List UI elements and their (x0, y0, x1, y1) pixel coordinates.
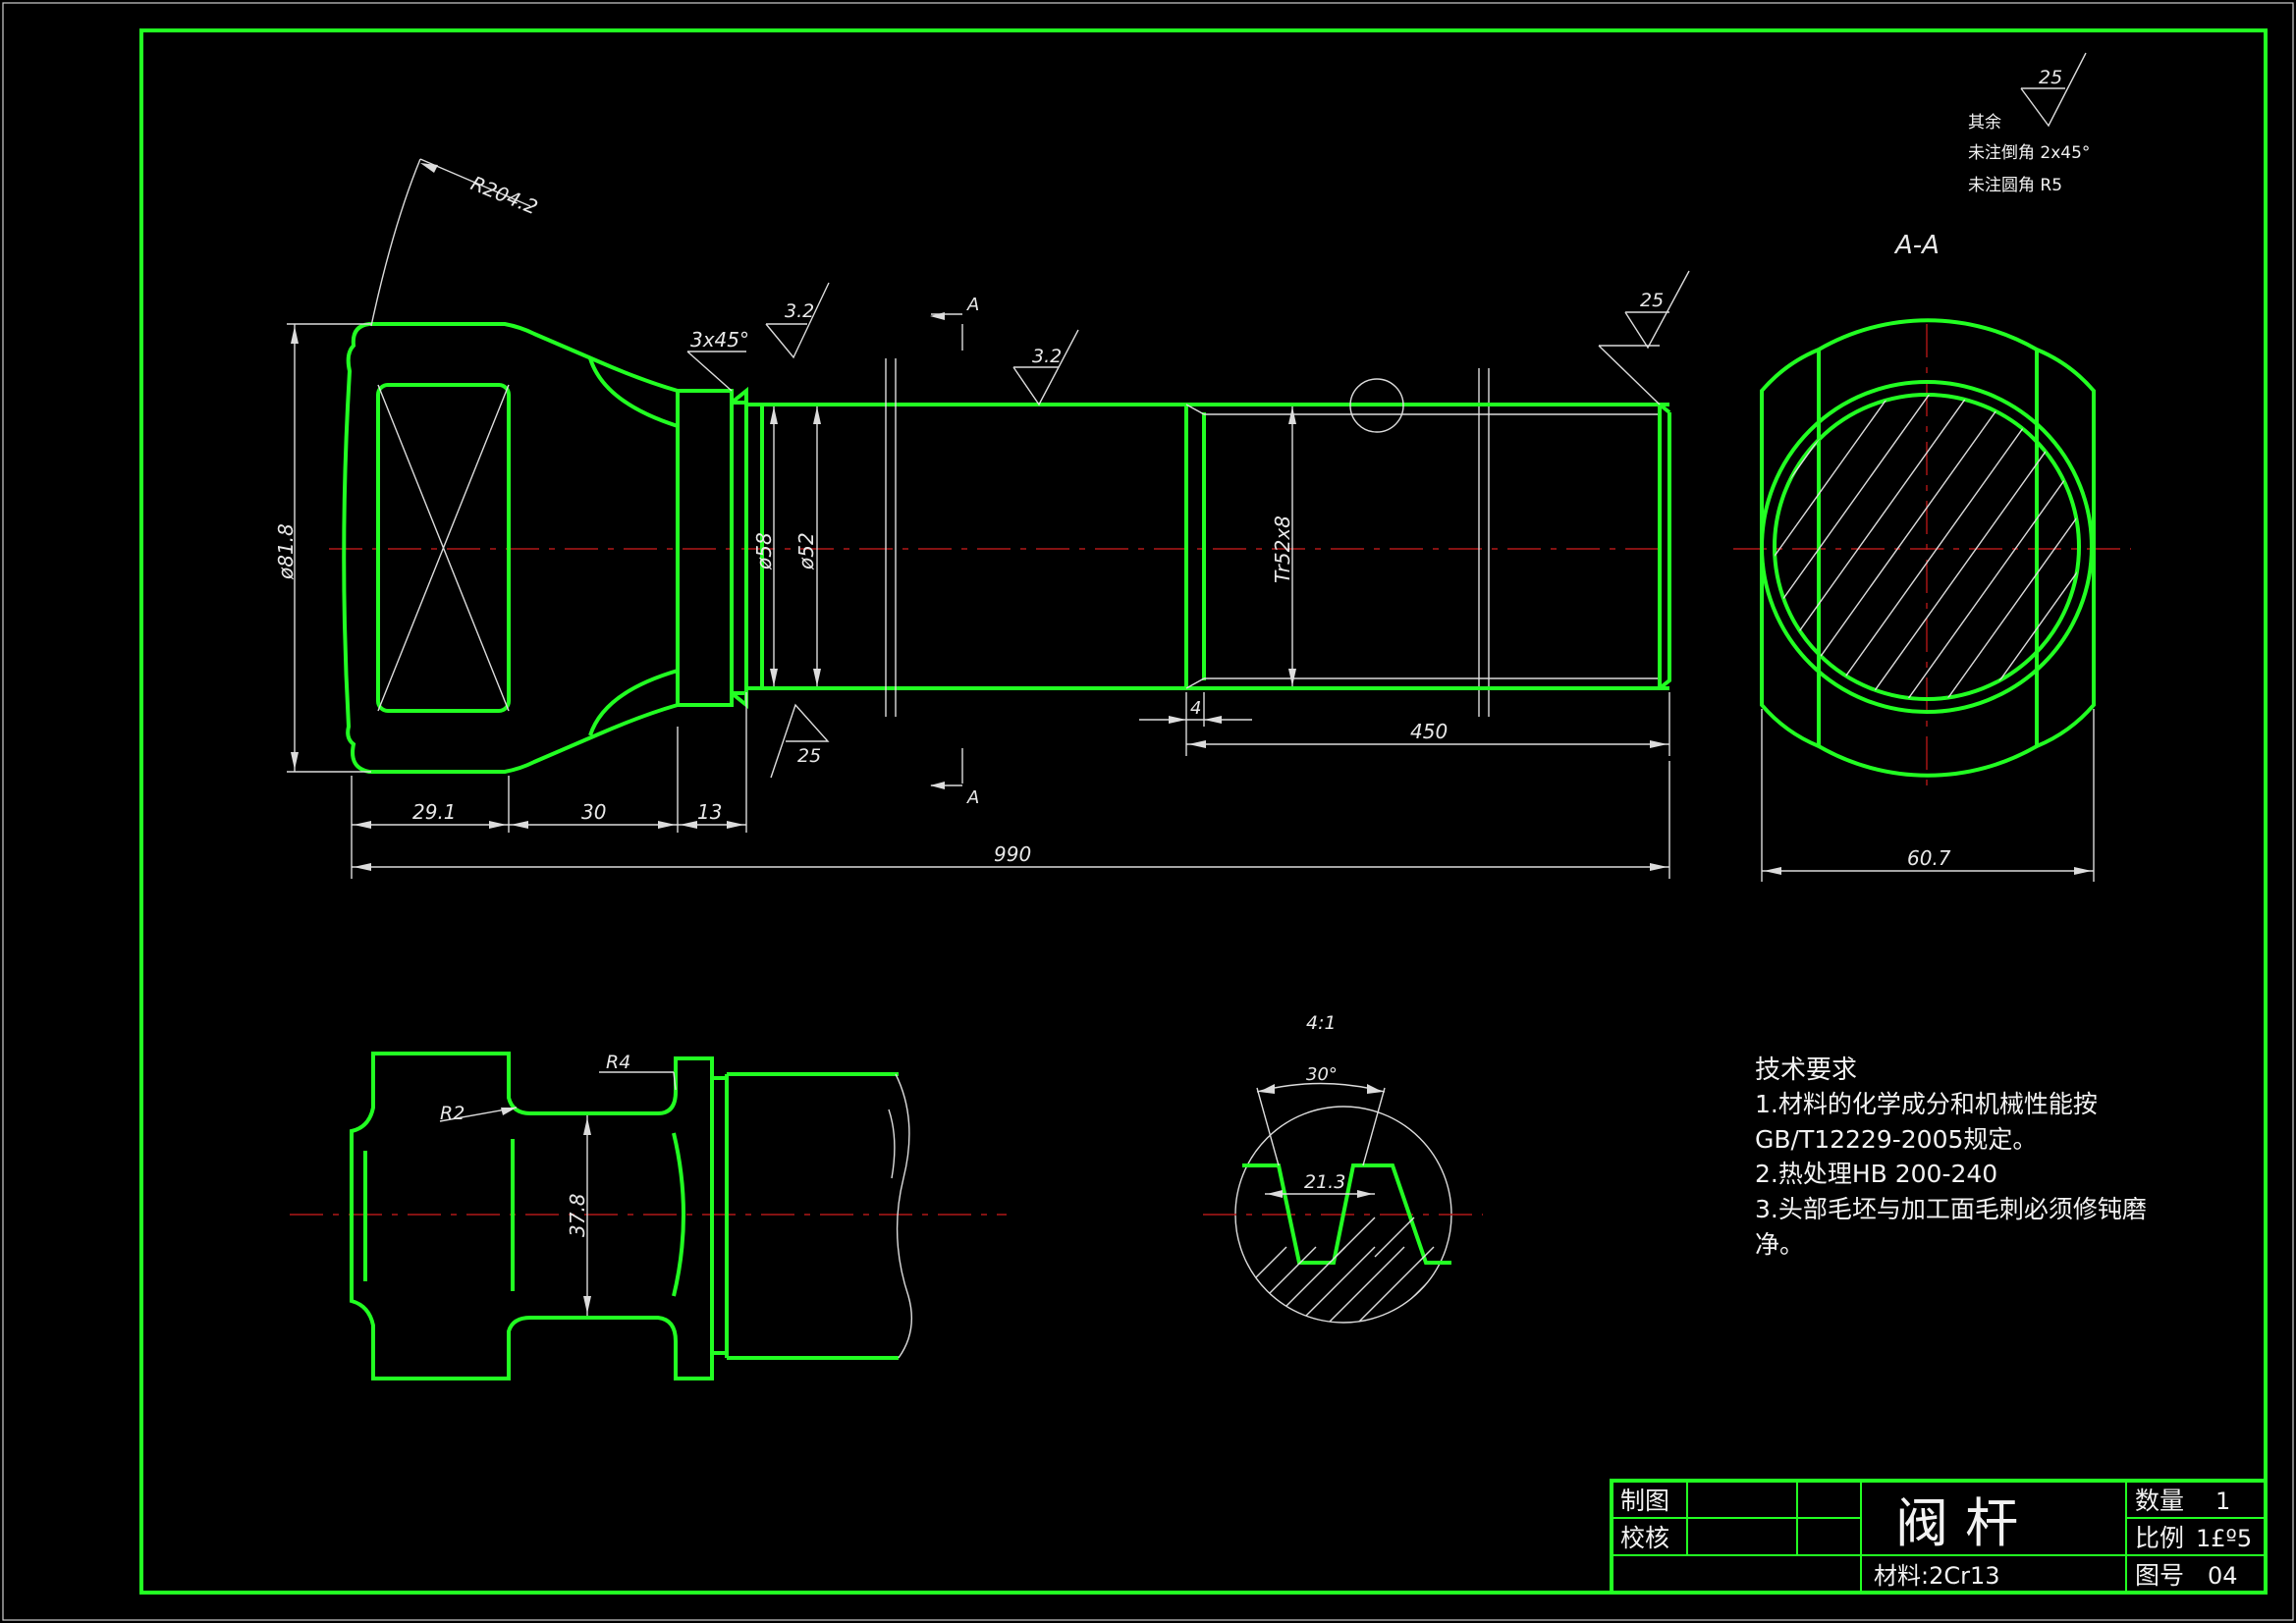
roughness-value-1: 3.2 (785, 300, 814, 322)
surface-note: 25 其余 未注倒角 2x45° 未注圆角 R5 (1968, 52, 2090, 195)
title-block: 制图 校核 阀 杆 材料:2Cr13 数量 1 比例 1£º5 图号 04 (1610, 1479, 2268, 1595)
neck-fillet-bottom (588, 668, 680, 736)
detail-scale: 4:1 (1306, 1012, 1337, 1034)
note-fillet: 未注圆角 R5 (1968, 176, 2062, 195)
roughness-value-3: 25 (1640, 290, 1664, 311)
section-title: A-A (1893, 231, 1940, 260)
section-outer-circle (1760, 380, 2094, 714)
r204-leader (370, 158, 421, 327)
square-recess (376, 383, 511, 713)
roughness-symbol-2 (1012, 329, 1079, 406)
collar-chamfer (730, 386, 748, 710)
dim-4: 4 (1190, 698, 1201, 719)
roughness-value-2: 3.2 (1032, 346, 1062, 367)
value-drawing-no: 04 (2208, 1562, 2238, 1590)
neck-fillet-top (588, 357, 680, 429)
cut-mark-bottom (931, 748, 963, 786)
dim-chamfer: 3x45° (690, 328, 749, 352)
main-view: A A R204.2 3x45° 3.2 3.2 25 25 ø81.8 (274, 158, 1690, 879)
thread-end-chamfer (1658, 403, 1671, 690)
title-block-frame (1610, 1479, 2268, 1595)
dim-d52: ø52 (794, 532, 818, 570)
dim-tr52: Tr52x8 (1271, 515, 1294, 583)
tech-line-1: 1.材料的化学成分和机械性能按 (1755, 1090, 2098, 1118)
section-inner-circle (1773, 393, 2081, 701)
label-scale: 比例 (2135, 1524, 2184, 1552)
tech-line-2: GB/T12229-2005规定。 (1755, 1125, 2037, 1154)
note-rest: 其余 (1968, 113, 2001, 133)
dim-30-deg: 30° (1306, 1064, 1338, 1085)
chamfer-leader (686, 351, 733, 392)
thread-chamfer-2 (1185, 677, 1205, 689)
tech-requirements: 技术要求 1.材料的化学成分和机械性能按 GB/T12229-2005规定。 2… (1755, 1055, 2147, 1259)
tech-line-5: 净。 (1755, 1230, 1804, 1259)
head-detail-view: 37.8 R4 R2 (290, 1052, 1007, 1380)
dim-60-7: 60.7 (1907, 846, 1951, 870)
label-drawing-no: 图号 (2135, 1561, 2184, 1590)
part-name: 阀 杆 (1895, 1492, 2018, 1554)
tech-line-3: 2.热处理HB 200-240 (1755, 1160, 1997, 1188)
value-scale: 1£º5 (2196, 1525, 2252, 1552)
value-quantity: 1 (2215, 1488, 2230, 1515)
dim-r204: R204.2 (467, 171, 541, 219)
section-view: A-A 60.7 (1733, 231, 2131, 882)
label-drawn: 制图 (1620, 1487, 1669, 1515)
dim-37-8: 37.8 (566, 1193, 589, 1237)
valve-head-outline (342, 322, 734, 774)
label-checked: 校核 (1620, 1524, 1669, 1552)
thread-profile (1242, 1163, 1451, 1265)
tech-title: 技术要求 (1755, 1055, 1857, 1085)
detail-head-outline (350, 1052, 729, 1380)
roughness-value-other: 25 (2039, 67, 2062, 88)
roughness-symbol-4 (770, 703, 830, 779)
roughness-symbol-3 (1624, 270, 1690, 350)
cut-label-top: A (966, 295, 979, 315)
roughness-value-4: 25 (797, 745, 821, 767)
label-quantity: 数量 (2135, 1487, 2184, 1515)
dim-21-3: 21.3 (1304, 1171, 1345, 1193)
cut-label-bottom: A (966, 787, 979, 808)
thread-detail-view: 4:1 30° 21.3 (1203, 1012, 1483, 1324)
tech-line-4: 3.头部毛坯与加工面毛刺必须修钝磨 (1755, 1195, 2147, 1223)
roughness-symbol-1 (765, 282, 830, 359)
r204-line (419, 158, 531, 207)
dim-30: 30 (581, 800, 606, 824)
thread-chamfer-1 (1185, 404, 1205, 415)
detail-break-line (895, 1073, 913, 1359)
recess-diagonal-2 (377, 384, 510, 712)
dim-d58: ø58 (752, 532, 776, 570)
section-outer-profile (1760, 318, 2096, 778)
dim-990: 990 (994, 842, 1031, 866)
dim-29-1: 29.1 (412, 800, 457, 824)
detail-inner-arc (672, 1132, 685, 1297)
dim-450: 450 (1410, 720, 1448, 743)
dim-d81: ø81.8 (274, 523, 298, 580)
dim-r2: R2 (440, 1103, 465, 1124)
detail-callout-circle (1349, 378, 1404, 433)
cut-mark-top (931, 313, 963, 351)
note-chamfer: 未注倒角 2x45° (1968, 143, 2090, 163)
dim-13: 13 (697, 800, 722, 824)
dim-r4: R4 (606, 1052, 630, 1073)
roughness-symbol-other (2020, 52, 2087, 128)
material: 材料:2Cr13 (1874, 1562, 2000, 1590)
sheet-frame (139, 28, 2268, 1595)
